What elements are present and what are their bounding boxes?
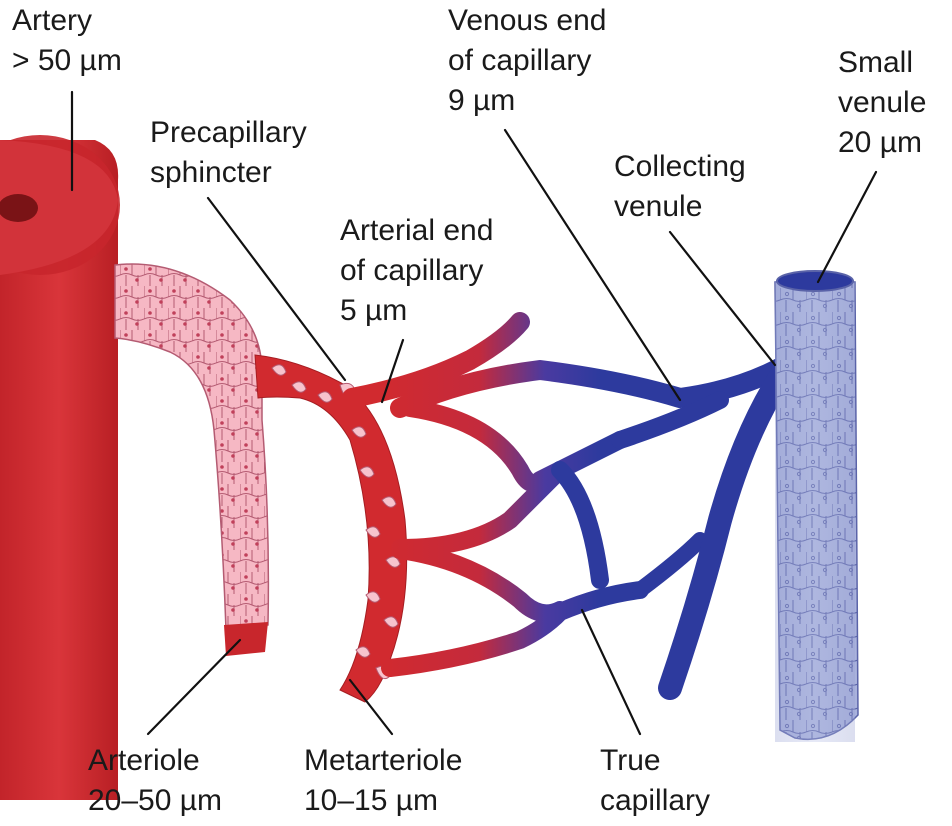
label-precapillary-line2: sphincter [150,156,272,189]
label-metarteriole: Metarteriole 10–15 µm [304,744,462,817]
label-collecting-venule: Collecting venule [614,150,746,223]
metarteriole [254,354,408,703]
label-artery: Artery > 50 µm [12,4,122,77]
capillary-network [342,312,797,700]
leader-lines [70,90,878,736]
arteriole-cut-end [224,622,268,656]
label-precapillary-line1: Precapillary [150,116,307,149]
venule-lumen [776,270,854,292]
label-true-capillary: True capillary [600,744,710,817]
label-artery-line2: > 50 µm [12,44,122,77]
label-collecting-line2: venule [614,190,702,223]
label-small-venule-line1: Small [838,46,913,79]
label-arterial-end-line3: 5 µm [340,294,407,327]
label-metarteriole-line1: Metarteriole [304,744,462,777]
label-small-venule-line2: venule [838,86,926,119]
label-arteriole-line1: Arteriole [88,744,200,777]
artery [0,135,120,800]
label-venous-end-line3: 9 µm [448,84,515,117]
label-arterial-end-line1: Arterial end [340,214,493,247]
label-true-capillary-line2: capillary [600,784,710,817]
label-collecting-line1: Collecting [614,150,746,183]
label-arteriole-line2: 20–50 µm [88,784,222,817]
label-true-capillary-line1: True [600,744,661,777]
label-small-venule: Small venule 20 µm [838,46,926,159]
label-precapillary-sphincter: Precapillary sphincter [150,116,307,189]
arteriole [114,263,270,656]
label-arterial-end: Arterial end of capillary 5 µm [340,214,493,327]
label-venous-end: Venous end of capillary 9 µm [448,4,606,117]
label-small-venule-line3: 20 µm [838,126,922,159]
small-venule [774,270,859,742]
artery-lumen [0,194,38,222]
label-metarteriole-line2: 10–15 µm [304,784,438,817]
label-arterial-end-line2: of capillary [340,254,483,287]
label-venous-end-line1: Venous end [448,4,606,37]
label-venous-end-line2: of capillary [448,44,591,77]
label-artery-line1: Artery [12,4,92,37]
label-arteriole: Arteriole 20–50 µm [88,744,222,817]
